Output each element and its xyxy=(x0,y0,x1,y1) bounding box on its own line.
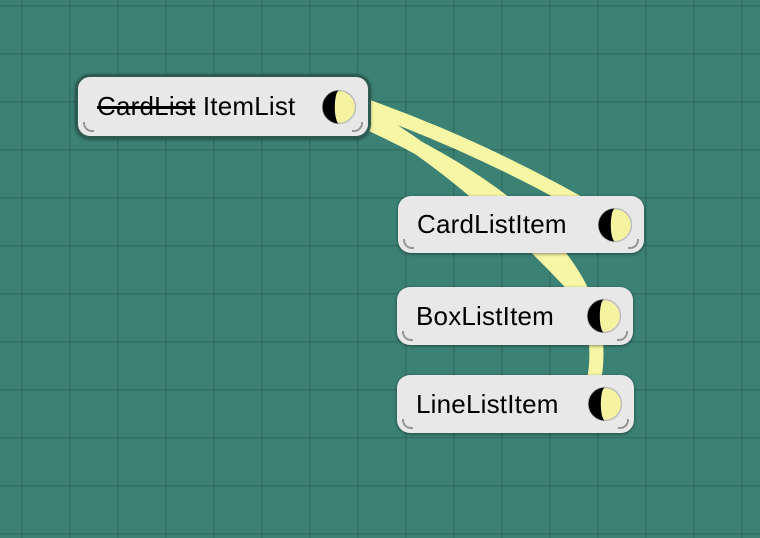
card-item-list[interactable]: CardList ItemList xyxy=(75,74,371,139)
card-text-segment: CardList xyxy=(97,91,196,121)
corner-mark-left-icon xyxy=(403,239,414,249)
corner-mark-left-icon xyxy=(402,331,413,341)
card-label: BoxListItem xyxy=(416,301,554,332)
half-moon-icon[interactable] xyxy=(587,386,623,422)
card-label: LineListItem xyxy=(416,389,559,420)
card-box-list-item[interactable]: BoxListItem xyxy=(397,287,633,345)
card-text-segment: LineListItem xyxy=(416,388,559,419)
half-moon-icon[interactable] xyxy=(321,89,357,125)
corner-mark-left-icon xyxy=(83,122,94,132)
connection-item-list-to-line-list-item[interactable] xyxy=(359,115,604,404)
card-text-segment: ItemList xyxy=(202,91,296,121)
card-line-list-item[interactable]: LineListItem xyxy=(397,375,634,433)
card-label: CardListItem xyxy=(417,209,567,240)
resize-handle-icon[interactable] xyxy=(618,419,629,429)
resize-handle-icon[interactable] xyxy=(352,122,363,132)
card-label: CardList ItemList xyxy=(97,91,296,122)
resize-handle-icon[interactable] xyxy=(617,331,628,341)
half-moon-icon[interactable] xyxy=(586,298,622,334)
corner-mark-left-icon xyxy=(402,419,413,429)
card-text-segment: CardListItem xyxy=(417,209,567,239)
resize-handle-icon[interactable] xyxy=(628,239,639,249)
card-card-list-item[interactable]: CardListItem xyxy=(398,196,644,253)
half-moon-icon[interactable] xyxy=(597,207,633,243)
card-text-segment: BoxListItem xyxy=(416,300,555,331)
